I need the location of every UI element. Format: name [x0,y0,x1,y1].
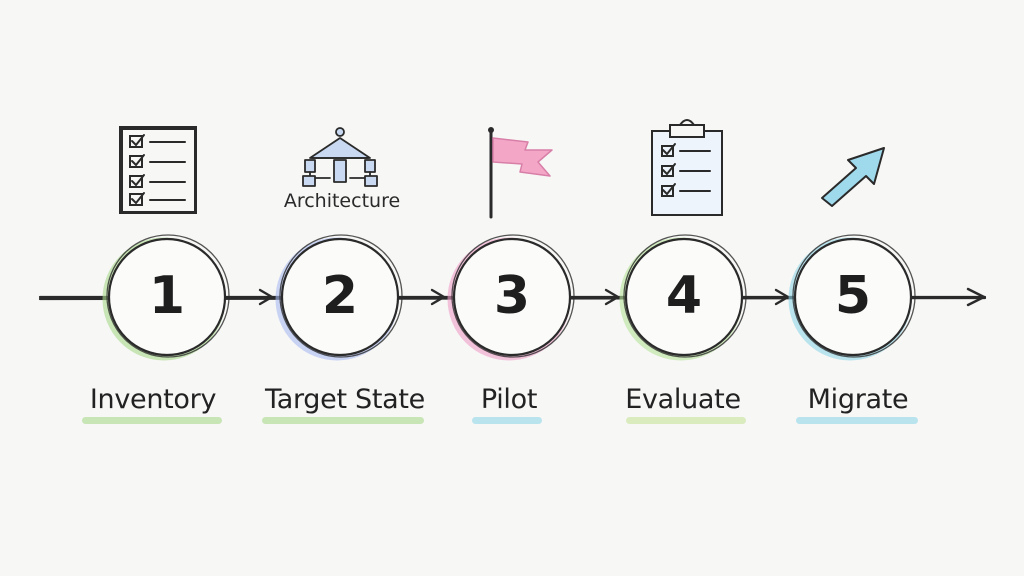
flag-icon [488,127,553,219]
step-circle-2: 2 [275,234,403,361]
arrowhead-3-4 [604,288,620,306]
step-label-evaluate: Evaluate [625,384,741,415]
step-circle-3: 3 [447,234,575,361]
arrowhead-end [966,287,986,307]
arrowhead-4-5 [774,288,790,306]
arrowhead-1-2 [258,288,274,306]
label-highlight [796,417,918,424]
step-number: 4 [666,266,702,326]
step-label-target-state: Target State [265,384,425,415]
step-number: 3 [494,266,530,326]
label-highlight [262,417,424,424]
step-circle-1: 1 [102,234,230,361]
connector-arrowheads [258,287,986,307]
step-circle-5: 5 [788,234,916,361]
step-label-pilot: Pilot [480,384,538,415]
step-label-inventory: Inventory [89,384,217,415]
label-highlight [472,417,542,424]
step-number: 1 [149,266,185,326]
label-highlight [82,417,222,424]
arrowhead-2-3 [430,288,446,306]
checklist-icon [119,126,197,214]
step-circle-4: 4 [619,234,747,361]
clipboard-checklist-icon [651,119,723,216]
step-label-migrate: Migrate [807,384,909,415]
label-highlight [626,417,746,424]
step-number: 5 [835,266,871,326]
step-number: 2 [322,266,358,326]
architecture-icon [302,127,378,187]
icon-caption-architecture: Architecture [283,190,401,212]
arrow-up-right-icon [821,147,885,207]
